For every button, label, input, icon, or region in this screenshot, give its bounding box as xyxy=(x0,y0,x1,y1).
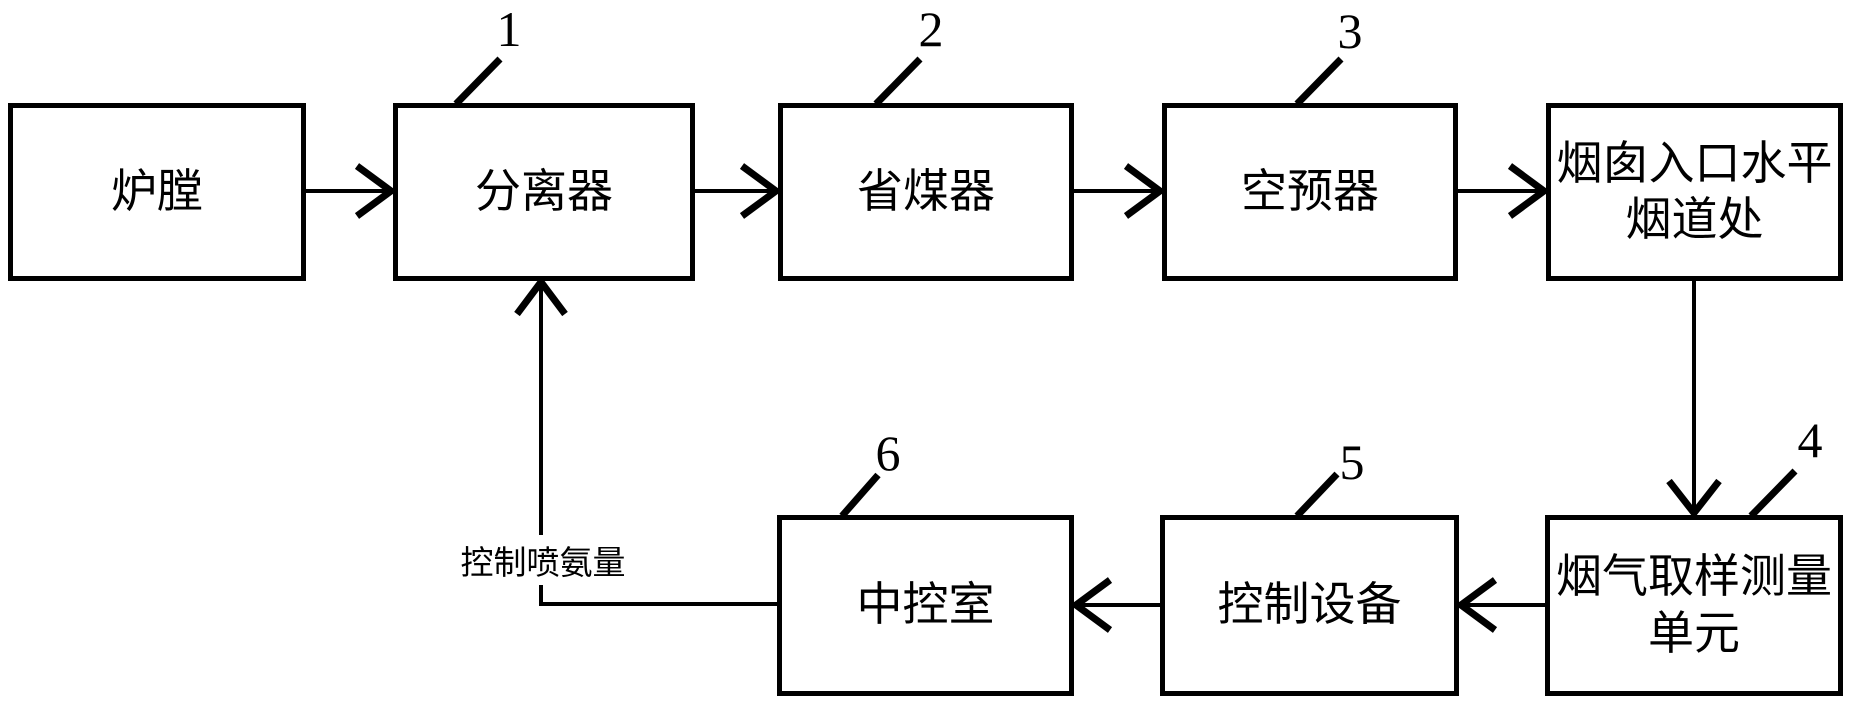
feedback-edge-label: 控制喷氨量 xyxy=(457,535,629,585)
arrow-sampling-unit-to-control-device xyxy=(1455,577,1545,633)
box-control-room-label: 中控室 xyxy=(856,579,995,631)
ref-tick-1 xyxy=(453,56,503,107)
ref-label-control-room: 6 xyxy=(875,425,901,481)
box-furnace: 炉膛 xyxy=(8,103,306,281)
box-furnace-label: 炉膛 xyxy=(111,165,203,217)
box-control-device: 控制设备 xyxy=(1160,515,1459,696)
ref-tick-3 xyxy=(1294,56,1344,107)
box-air-preheater: 空预器 xyxy=(1162,103,1458,281)
ref-label-economizer: 2 xyxy=(918,1,944,57)
ref-label-air-preheater: 3 xyxy=(1337,3,1363,59)
ref-label-separator: 1 xyxy=(496,1,522,57)
arrow-preheater-to-chimney-inlet xyxy=(1457,163,1550,219)
ref-tick-2 xyxy=(873,56,923,107)
box-economizer-label: 省煤器 xyxy=(857,165,995,217)
ref-label-sampling-unit: 4 xyxy=(1797,412,1823,468)
arrow-control-device-to-control-room xyxy=(1070,577,1160,633)
ref-tick-4 xyxy=(1748,468,1798,519)
arrow-economizer-to-preheater xyxy=(1073,163,1166,219)
arrow-chimney-inlet-to-sampling-unit xyxy=(1666,280,1722,519)
box-control-room: 中控室 xyxy=(777,515,1074,696)
arrow-furnace-to-separator xyxy=(305,163,397,219)
box-economizer: 省煤器 xyxy=(778,103,1074,281)
arrow-control-room-to-separator-feedback xyxy=(514,276,777,606)
arrow-separator-to-economizer xyxy=(694,163,782,219)
box-sampling-unit-label: 烟气取样测量单元 xyxy=(1556,551,1832,659)
ref-tick-6 xyxy=(839,472,881,519)
box-separator-label: 分离器 xyxy=(475,165,613,217)
box-separator: 分离器 xyxy=(393,103,695,281)
ref-label-control-device: 5 xyxy=(1339,434,1365,490)
box-chimney-inlet: 烟囱入口水平烟道处 xyxy=(1546,103,1843,281)
ref-tick-5 xyxy=(1294,471,1340,519)
box-control-device-label: 控制设备 xyxy=(1217,579,1402,631)
box-sampling-unit: 烟气取样测量单元 xyxy=(1545,515,1843,696)
box-chimney-inlet-label: 烟囱入口水平烟道处 xyxy=(1556,137,1833,245)
box-air-preheater-label: 空预器 xyxy=(1241,165,1379,217)
